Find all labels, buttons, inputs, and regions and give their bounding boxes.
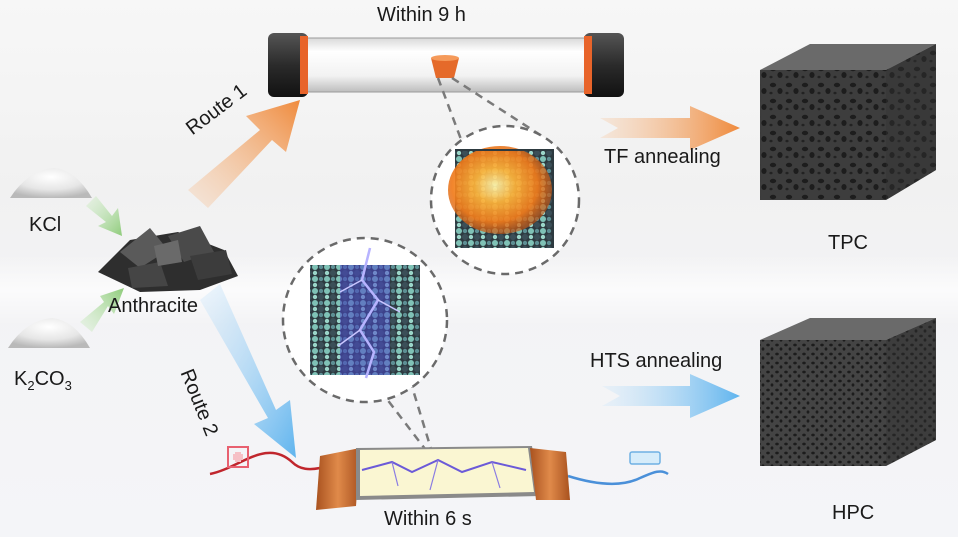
k2co3-co: CO <box>34 368 65 390</box>
hpc-carbon-cube-icon <box>760 318 936 466</box>
electric-zoom-circle <box>281 236 449 404</box>
k2co3-powder-icon <box>8 318 90 348</box>
tube-furnace-icon <box>268 33 624 97</box>
anthracite-label: Anthracite <box>108 295 199 317</box>
k2co3-k: K <box>14 368 28 390</box>
crucible-icon <box>431 58 459 78</box>
joule-heating-strip-icon <box>209 446 669 510</box>
positive-wire <box>209 451 321 476</box>
tpc-label: TPC <box>828 232 868 254</box>
plus-icon <box>227 446 249 468</box>
anthracite-coal-icon <box>98 226 238 292</box>
tf-annealing-label: TF annealing <box>604 146 721 168</box>
route1-arrow <box>188 100 300 208</box>
hts-annealing-label: HTS annealing <box>590 350 723 372</box>
route2-arrow <box>200 284 296 458</box>
k2co3-sub3: 3 <box>64 378 72 393</box>
hpc-label: HPC <box>832 502 875 524</box>
kcl-arrow <box>86 196 122 236</box>
tpc-carbon-cube-icon <box>760 44 936 200</box>
thermal-zoom-circle <box>429 124 581 276</box>
negative-wire <box>567 470 669 486</box>
k2co3-label: K2CO3 <box>14 368 72 393</box>
k2co3-sub2: 2 <box>27 378 35 393</box>
minus-sign-text: − <box>636 450 654 464</box>
k2co3-arrow <box>80 288 124 332</box>
kcl-powder-icon <box>10 168 92 198</box>
minus-icon <box>629 451 661 465</box>
within-6s-label: Within 6 s <box>384 508 472 530</box>
kcl-label: KCl <box>29 214 62 236</box>
tf-annealing-arrow <box>600 106 740 150</box>
plus-sign-text: + <box>231 441 245 471</box>
within-9h-label: Within 9 h <box>377 4 466 26</box>
hts-annealing-arrow <box>602 374 740 418</box>
